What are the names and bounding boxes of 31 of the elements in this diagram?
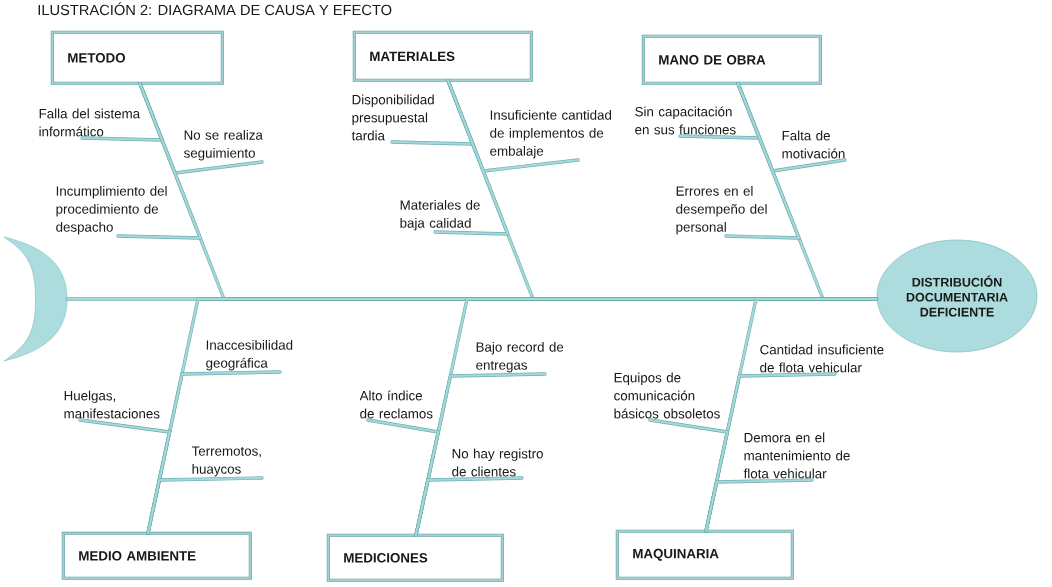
cause-label: Bajo record de entregas xyxy=(476,342,564,373)
category-box: MANO DE OBRA xyxy=(641,34,822,85)
cause-label: Incumplimiento del procedimiento de despacho xyxy=(56,186,167,235)
cause-label: No hay registro de clientes xyxy=(452,448,543,477)
cause-label: Falla del sistema informático xyxy=(39,108,141,137)
branch-line xyxy=(146,476,264,535)
category-box: MEDIO AMBIENTE xyxy=(61,531,252,580)
branch-line xyxy=(724,81,801,240)
category-box: MEDICIONES xyxy=(326,533,504,582)
cause-label: Terremotos, huaycos xyxy=(191,446,261,477)
cause-label: Equipos de comunicación básicos obsoletos xyxy=(614,372,720,419)
cause-label: Demora en el mantenimiento de flota vehicular xyxy=(743,432,850,479)
cause-label: Alto índice de reclamos xyxy=(359,390,433,419)
branch-line xyxy=(433,78,510,236)
branch-line xyxy=(414,476,524,537)
cause-label: Falta de motivación xyxy=(782,130,845,159)
cause-label: Errores en el desempeño del personal xyxy=(676,186,767,235)
branch-line xyxy=(116,81,202,240)
category-box: MATERIALES xyxy=(352,30,533,82)
title: ILUSTRACIÓN 2: DIAGRAMA DE CAUSA Y EFECTO xyxy=(38,2,392,16)
cause-label: Huelgas, manifestaciones xyxy=(64,390,160,419)
branch-line xyxy=(704,478,814,533)
cause-label: No se realiza seguimiento xyxy=(184,130,263,161)
crescent-shape xyxy=(3,236,68,362)
cause-label: Disponibilidad presupuestal tardia xyxy=(351,94,434,141)
cause-label: Sin capacitación en sus funciones xyxy=(635,106,736,135)
cause-label: Materiales de baja calidad xyxy=(400,200,480,231)
category-box: MAQUINARIA xyxy=(615,529,794,580)
category-box: METODO xyxy=(50,30,224,85)
cause-label: Inaccesibilidad geográfica xyxy=(206,340,293,371)
cause-label: Insuficiente cantidad de implementos de embalaje xyxy=(490,110,612,159)
